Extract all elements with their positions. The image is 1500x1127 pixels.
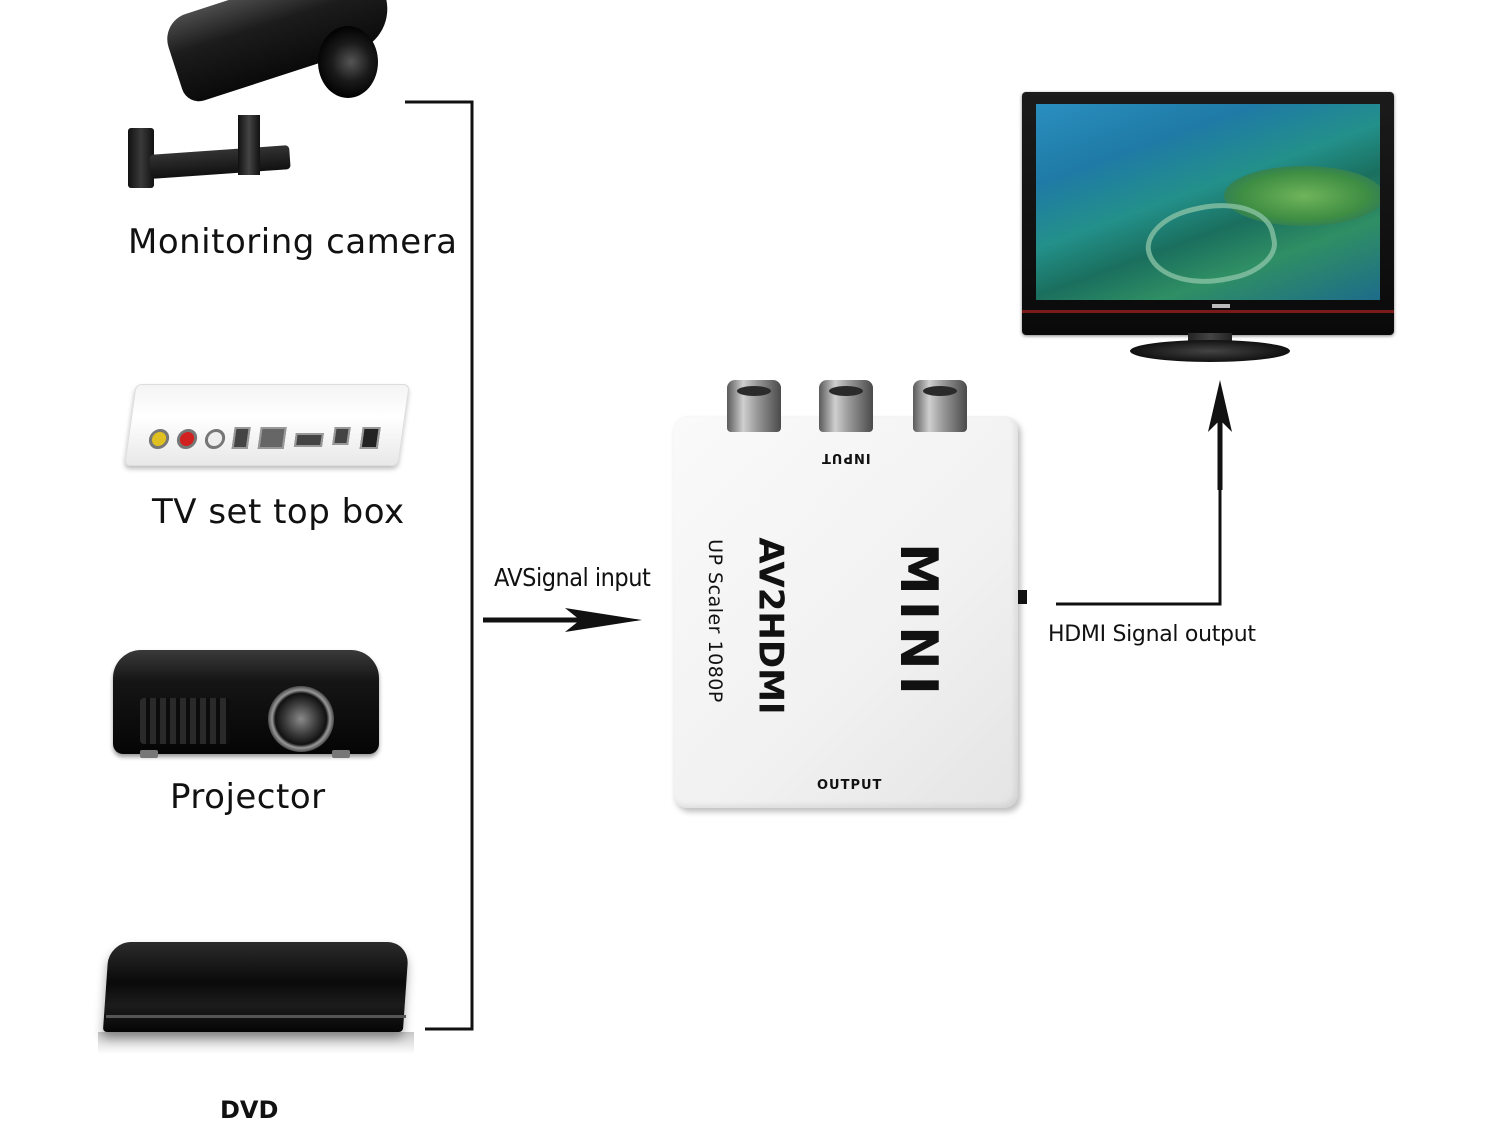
red-rca-port xyxy=(175,429,199,449)
power-port xyxy=(332,427,351,445)
converter-subtitle-label: UP Scaler 1080P xyxy=(703,539,726,703)
usb-port xyxy=(231,427,251,449)
rca-input-jack xyxy=(727,380,781,432)
rca-input-jack xyxy=(819,380,873,432)
camera-bracket xyxy=(238,115,260,175)
tv-bezel-accent xyxy=(1022,310,1394,313)
input-bus-line xyxy=(405,100,474,1031)
hdmi-output-arrowhead xyxy=(1208,380,1232,432)
converter-brand-label: MINI xyxy=(887,543,948,701)
tv-screen-island xyxy=(1224,166,1380,226)
hdmi-output-line xyxy=(1056,432,1222,606)
converter-hdmi-port xyxy=(1018,590,1027,604)
projector-foot xyxy=(332,750,350,758)
dvd-front-stripe xyxy=(105,1015,407,1018)
av-signal-input-label: AVSignal input xyxy=(494,563,651,592)
dvd-label: DVD xyxy=(220,1096,279,1124)
camera-lens xyxy=(318,26,378,98)
av2hdmi-converter-box: INPUT MINI AV2HDMI UP Scaler 1080P OUTPU… xyxy=(673,380,1018,808)
dvd-player-image xyxy=(102,942,410,1032)
projector-vent xyxy=(140,698,230,744)
projector-label: Projector xyxy=(170,777,326,817)
hdmi-signal-output-label: HDMI Signal output xyxy=(1048,622,1256,647)
converter-input-label: INPUT xyxy=(821,450,871,465)
tv-screen xyxy=(1036,104,1380,300)
tv-stand-base xyxy=(1130,340,1290,362)
converter-output-label: OUTPUT xyxy=(817,778,883,793)
av-input-arrowhead xyxy=(565,608,642,632)
tv-set-top-box-image xyxy=(124,384,410,466)
hdmi-port xyxy=(293,433,324,447)
ethernet-port xyxy=(257,427,287,449)
white-rca-port xyxy=(203,429,227,449)
tv-set-top-box-label: TV set top box xyxy=(152,492,405,532)
projector-lens xyxy=(268,686,334,752)
yellow-rca-port xyxy=(147,429,171,449)
power-switch xyxy=(359,427,381,449)
rca-input-jack xyxy=(913,380,967,432)
projector-foot xyxy=(140,750,158,758)
dvd-reflection xyxy=(98,1032,414,1054)
television-image xyxy=(1022,92,1394,335)
converter-model-label: AV2HDMI xyxy=(750,537,791,715)
monitoring-camera-label: Monitoring camera xyxy=(128,222,458,262)
tv-brand-logo xyxy=(1212,304,1230,308)
